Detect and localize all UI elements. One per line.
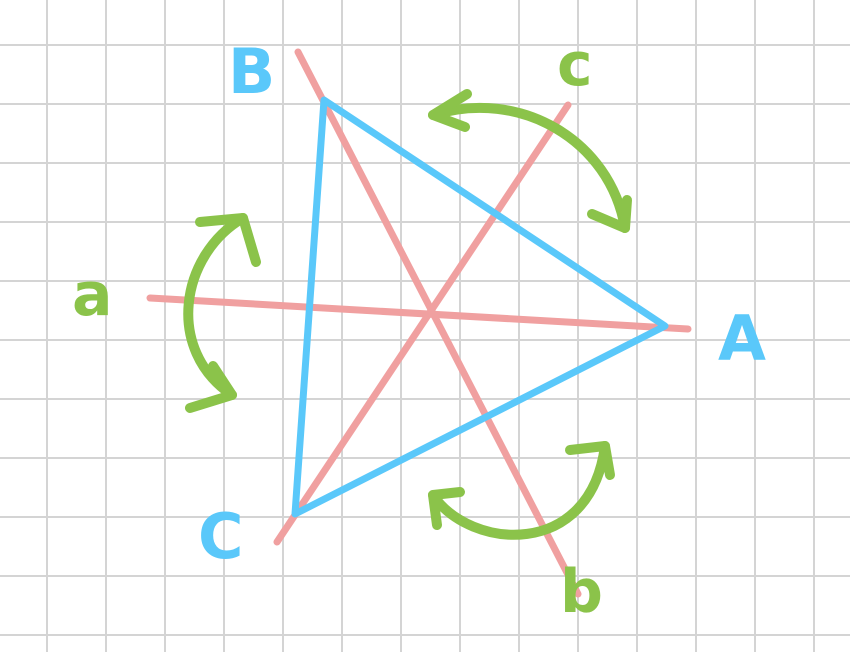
- vertex-label-c: C: [198, 500, 244, 573]
- reflection-arrows: [183, 89, 632, 540]
- reflection-arrow-b: [428, 441, 615, 540]
- axis-label-a: a: [72, 260, 113, 330]
- reflection-arrow-c: [428, 89, 632, 233]
- vertex-label-a: A: [718, 302, 766, 375]
- axis-line-b: [294, 48, 582, 598]
- axis-line-c: [273, 101, 572, 546]
- axis-label-c: c: [557, 30, 593, 100]
- vertex-label-b: B: [228, 35, 275, 108]
- symmetry-axes: [146, 48, 692, 598]
- reflection-arrow-a: [183, 213, 261, 413]
- axis-label-b: b: [560, 557, 603, 627]
- triangle: [291, 96, 669, 518]
- axis-line-a: [146, 294, 692, 333]
